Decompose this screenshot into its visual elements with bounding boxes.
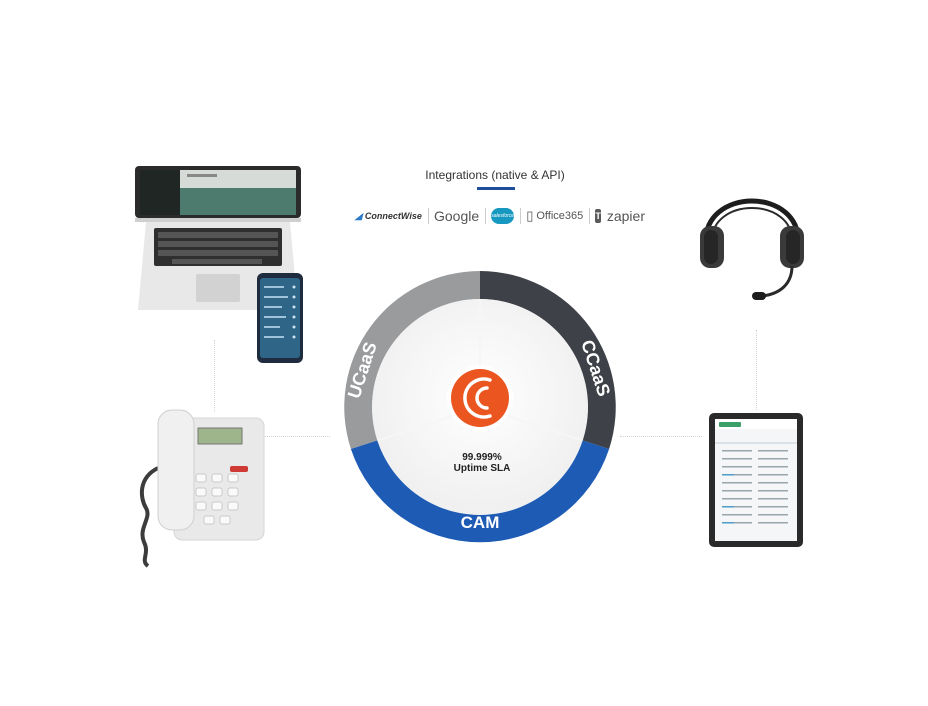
laptop-icon <box>135 166 301 310</box>
integration-logos: ◢ConnectWise Google salesforce ▯Office36… <box>355 204 645 228</box>
title-underline <box>477 187 515 190</box>
sla-label: Uptime SLA <box>454 463 511 474</box>
connectwise-logo: ◢ConnectWise <box>355 210 422 222</box>
ring-segment-ccaas <box>480 271 616 449</box>
ring-segment-ucaas <box>344 271 480 449</box>
teams-logo: T <box>595 209 601 223</box>
connector-right-vertical <box>756 330 757 410</box>
brand-logo-icon <box>451 369 509 427</box>
desk-phone-icon <box>139 409 265 568</box>
salesforce-logo: salesforce <box>491 208 515 224</box>
integrations-title: Integrations (native & API) <box>425 168 565 182</box>
segment-label-cam: CAM <box>461 513 500 532</box>
zapier-logo: zapier <box>606 208 645 224</box>
service-ring: UCaaS CCaaS CAM 99.999% Uptime SLA <box>344 271 616 543</box>
tablet-icon <box>709 413 803 547</box>
sla-value: 99.999% <box>462 452 502 463</box>
mobile-phone-icon <box>257 273 303 363</box>
connector-right <box>620 436 702 437</box>
connector-left <box>258 436 330 437</box>
headset-icon <box>700 198 804 300</box>
ring-segment-cam <box>350 440 610 543</box>
google-logo: Google <box>433 208 480 224</box>
connector-left-vertical <box>214 340 215 412</box>
office365-logo: ▯Office365 <box>526 208 584 223</box>
